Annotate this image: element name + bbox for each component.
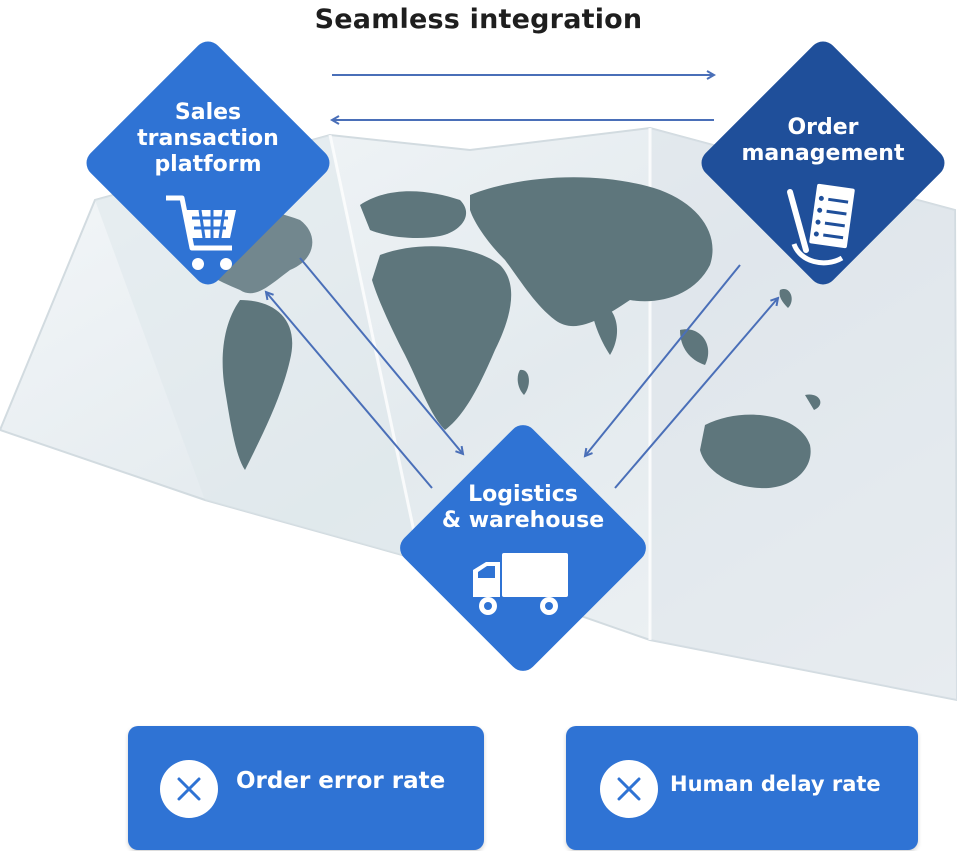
sales-label-line1: Sales: [174, 100, 242, 125]
arrow-order-to-logistics: [585, 264, 741, 456]
order-management-node: [701, 41, 945, 285]
sales-platform-node: [86, 41, 330, 285]
logistics-label-line1: Logistics: [468, 482, 578, 507]
sales-label-line2: transaction: [137, 125, 279, 151]
continents: [170, 177, 821, 489]
logistics-label-line2: & warehouse: [441, 507, 605, 533]
close-circle-icon: [160, 760, 218, 818]
shopping-cart-icon: [166, 195, 236, 270]
order-label-line2: management: [741, 140, 905, 166]
order-node-label: Order management: [723, 115, 923, 167]
page-title: Seamless integration: [314, 4, 643, 35]
order-label-line1: Order: [787, 115, 859, 140]
checklist-document-icon: [787, 183, 855, 266]
sales-node-label: Sales transaction platform: [108, 100, 308, 178]
logistics-warehouse-node: [400, 425, 646, 671]
human-delay-rate-label: Human delay rate: [670, 772, 881, 796]
logistics-node-label: Logistics & warehouse: [423, 482, 623, 534]
arrow-logistics-to-sales: [266, 292, 433, 489]
sales-label-line3: platform: [154, 151, 262, 177]
order-error-rate-badge: Order error rate: [128, 726, 484, 850]
order-error-rate-label: Order error rate: [236, 768, 446, 794]
close-circle-icon: [600, 760, 658, 818]
arrow-logistics-to-order: [614, 298, 778, 489]
arrow-sales-to-logistics: [299, 257, 463, 454]
human-delay-rate-badge: Human delay rate: [566, 726, 918, 850]
delivery-truck-icon: [473, 553, 568, 615]
